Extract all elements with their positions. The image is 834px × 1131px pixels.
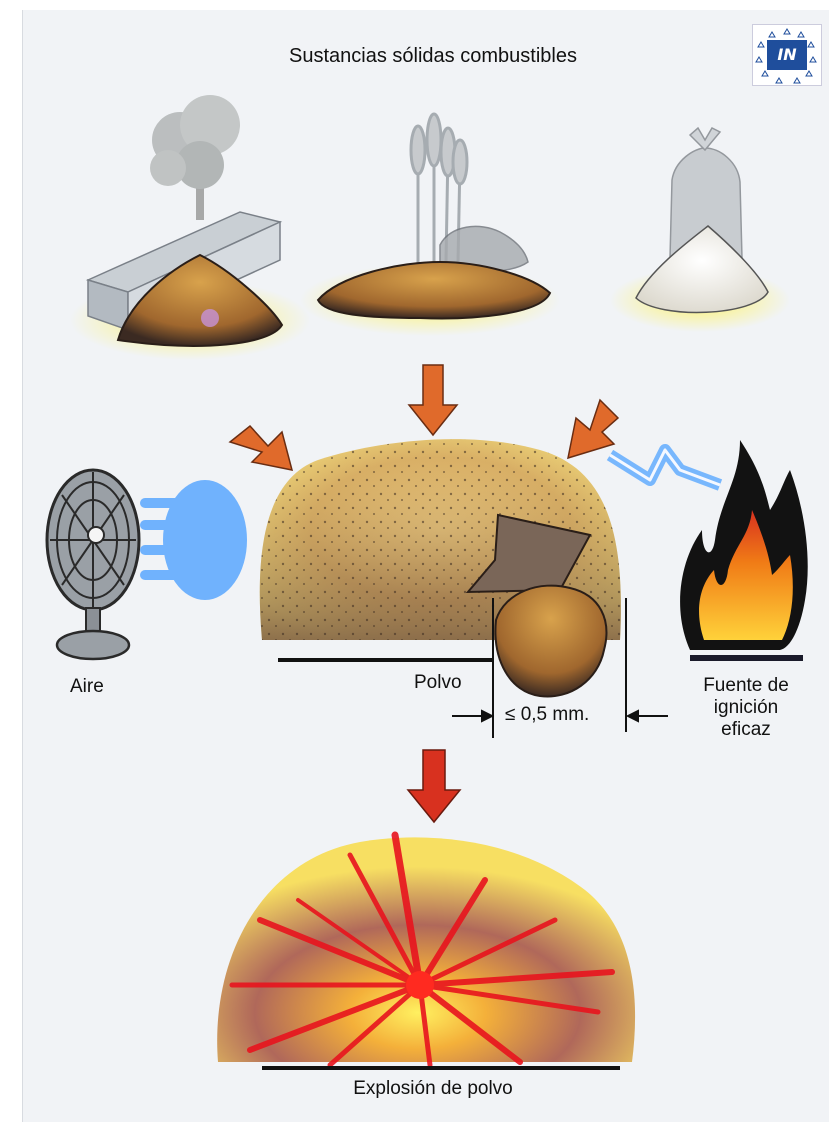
grain-group [300, 114, 560, 336]
arrow-down [408, 750, 460, 822]
ignition-label-line-1: Fuente de [690, 675, 802, 697]
lightning-icon [610, 450, 720, 485]
explosion-label: Explosión de polvo [0, 1078, 834, 1100]
fan-icon [47, 470, 139, 659]
air-flow-icon [140, 480, 247, 600]
grain-pile [318, 262, 550, 318]
arrow-left [230, 426, 292, 470]
arrow-right [568, 400, 618, 458]
dust-label: Polvo [414, 672, 462, 694]
ignition-label-line-2: ignición [690, 697, 802, 719]
explosion-icon [217, 835, 635, 1068]
air-label: Aire [70, 676, 104, 698]
ignition-label-line-3: eficaz [690, 719, 802, 741]
arrow-top [409, 365, 457, 435]
tree-icon [150, 95, 240, 220]
pile-highlight [201, 309, 219, 327]
sack-group [610, 128, 790, 332]
powder-pile [636, 226, 768, 312]
ignition-source-label: Fuente de ignición eficaz [690, 675, 802, 741]
diagram-title: Sustancias sólidas combustibles [0, 45, 834, 68]
wood-group [70, 95, 310, 360]
particle-size-label: ≤ 0,5 mm. [505, 704, 589, 726]
